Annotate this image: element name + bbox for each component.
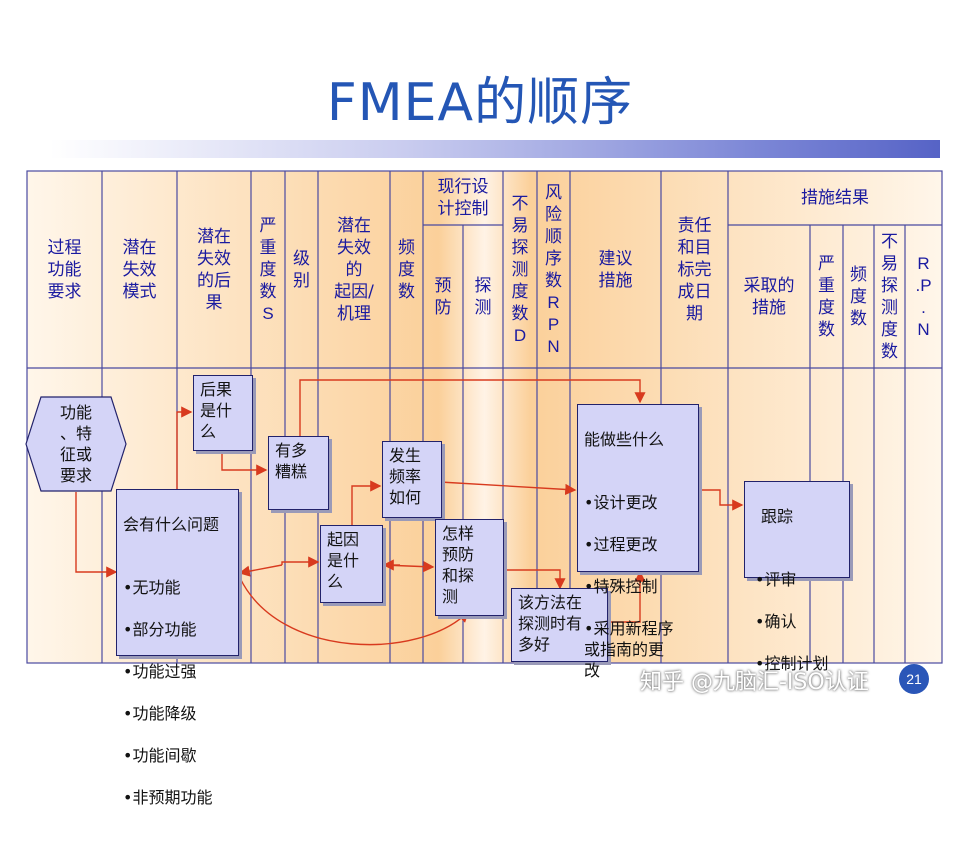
list-item: 功能间歇 [123,745,232,766]
box-how-often: 发生 频率 如何 [382,441,442,518]
header-failure-mode: 潜在 失效 模式 [122,237,157,302]
header-class: 级 别 [293,248,310,291]
title-underline-bar [50,140,940,158]
list-item: 无功能 [123,577,232,598]
header-recommended-actions: 建议 措施 [598,248,633,291]
header-action-results: 措施结果 [801,188,869,208]
watermark: 知乎 @九脑汇-ISO认证 [640,670,869,695]
start-hexagon [25,396,127,492]
flow-connectors [75,379,744,646]
list-item: 功能降级 [123,703,232,724]
header-actions-taken: 采取的 措施 [743,275,795,318]
box-what-can-be-done: 能做些什么 设计更改 过程更改 特殊控制 采用新程序 或指南的更 改 [577,404,699,680]
header-new-detection: 不 易 探 测 度 数 [881,231,898,362]
list-item: 评审 [755,569,843,590]
header-occurrence: 频 度 数 [398,237,415,302]
header-responsibility: 责任 和目 标完 成日 期 [677,215,712,324]
list-item: 控制计划 [755,653,843,674]
box-what-can-go-wrong-title: 会有什么问题 [123,515,220,534]
header-new-occurrence: 频 度 数 [850,264,867,329]
page-number-badge: 21 [899,664,929,694]
list-item: 非预期功能 [123,787,232,808]
header-failure-effect: 潜在 失效 的后 果 [197,226,231,313]
header-rpn: 风 险 顺 序 数 R P N [545,182,562,356]
header-severity: 严 重 度 数 S [259,215,277,323]
list-item: 特殊控制 [584,576,692,597]
header-cause: 潜在 失效 的 起因/ 机理 [334,215,374,324]
list-item: 设计更改 [584,492,692,513]
box-effects: 后果 是什 么 [193,375,253,451]
header-detection-rating: 不 易 探 测 度 数 D [511,193,529,345]
box-follow-up-title: 跟踪 [761,507,794,526]
header-detection: 探 测 [474,275,492,318]
box-how-bad: 有多 糟糕 [268,436,329,510]
list-item: 确认 [755,611,843,632]
list-item: 采用新程序 或指南的更 改 [584,618,692,681]
header-new-rpn: R .P . N [915,253,932,339]
start-hexagon-label: 功能 、特 征或 要求 [59,403,92,485]
header-process-function: 过程 功能 要求 [47,237,82,302]
list-item: 部分功能 [123,619,232,640]
list-item: 功能过强 [123,661,232,682]
box-causes: 起因 是什 么 [320,525,383,603]
header-new-severity: 严 重 度 数 [818,253,835,340]
box-what-can-be-done-title: 能做些什么 [584,430,665,449]
box-follow-up: 跟踪 评审 确认 控制计划 [744,481,850,673]
header-prevention: 预 防 [434,275,452,318]
header-current-controls: 现行设 计控制 [437,177,489,219]
box-what-can-go-wrong: 会有什么问题 无功能 部分功能 功能过强 功能降级 功能间歇 非预期功能 [116,489,239,807]
list-item: 过程更改 [584,534,692,555]
box-prevent-detect: 怎样 预防 和探 测 [435,519,504,616]
page-title: FMEA的顺序 [326,73,634,133]
